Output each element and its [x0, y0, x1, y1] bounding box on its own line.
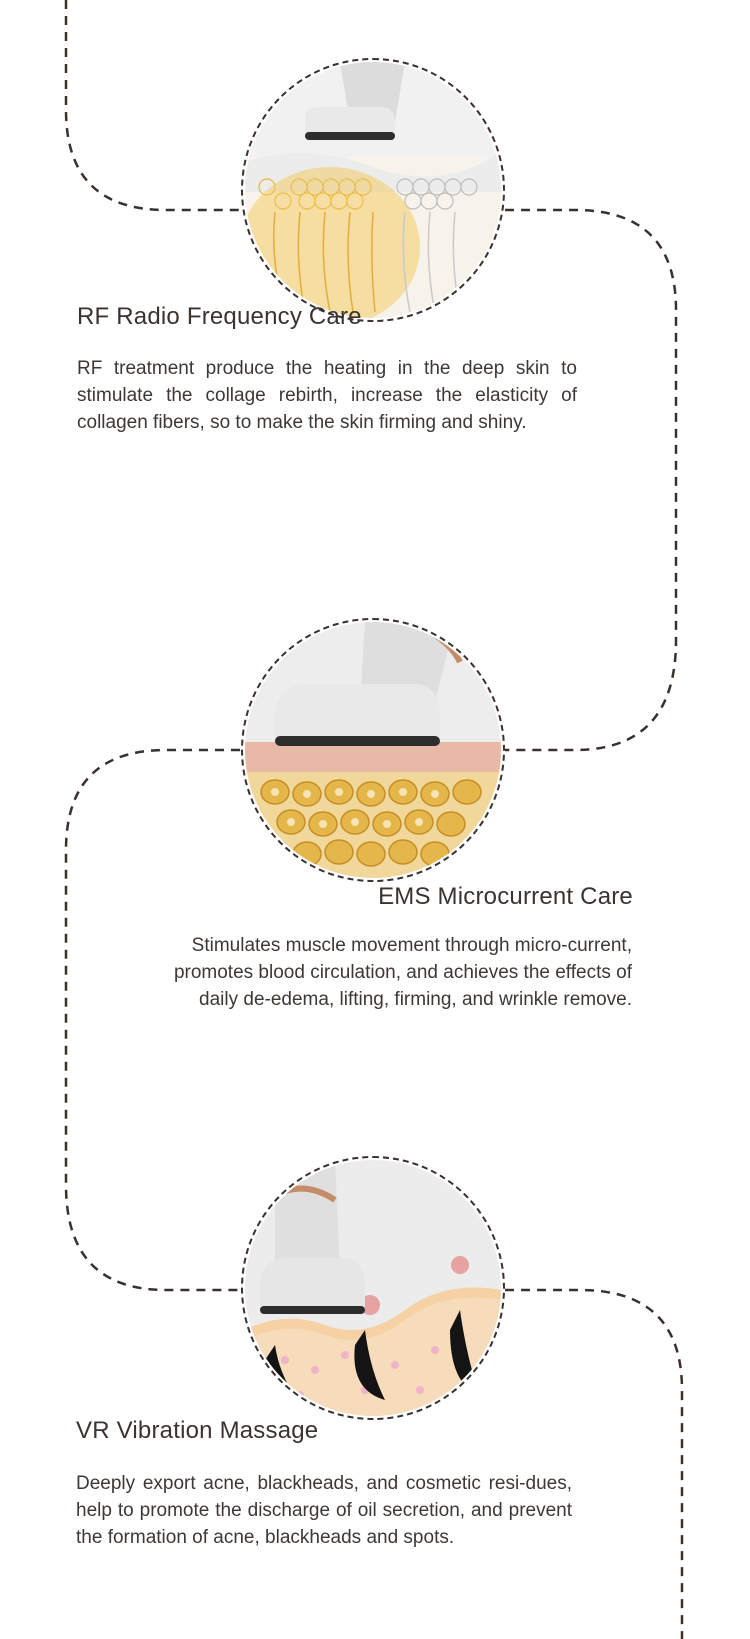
vr-pore-illustration-icon [245, 1160, 501, 1416]
vr-image-ring [241, 1156, 505, 1420]
ems-image-ring [241, 618, 505, 882]
section-title: VR Vibration Massage [76, 1417, 319, 1444]
section-title: RF Radio Frequency Care [77, 303, 362, 330]
section-title: EMS Microcurrent Care [378, 883, 633, 910]
section-description: Deeply export acne, blackheads, and cosm… [76, 1473, 572, 1548]
section-description: Stimulates muscle movement through micro… [173, 935, 632, 1010]
rf-image-ring [241, 58, 505, 322]
rf-skin-illustration-icon [245, 62, 501, 318]
section-description: RF treatment produce the heating in the … [77, 358, 577, 433]
ems-cell-illustration-icon [245, 622, 501, 878]
